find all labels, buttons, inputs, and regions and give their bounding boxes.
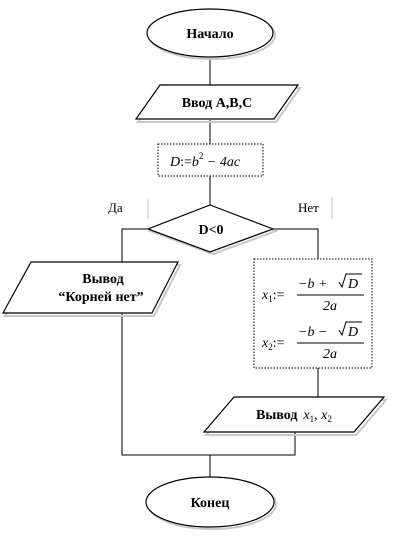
branch-yes-label: Да bbox=[108, 200, 123, 215]
svg-text:x1:=: x1:= bbox=[261, 288, 285, 304]
output-no-roots-node: Вывод “Корней нет” bbox=[1, 261, 182, 317]
decision-label: D<0 bbox=[198, 223, 223, 238]
discriminant-formula: D:=b2 − 4ac bbox=[169, 151, 241, 170]
discriminant-node: D:=b2 − 4ac bbox=[157, 143, 264, 177]
branch-no-label: Нет bbox=[298, 200, 319, 215]
output-no-roots-line1: Вывод bbox=[82, 272, 123, 287]
decision-node: D<0 bbox=[146, 204, 279, 256]
root-x1-formula: x1:= −b + D 2a bbox=[261, 273, 364, 314]
svg-text:2a: 2a bbox=[323, 299, 337, 314]
svg-text:D: D bbox=[347, 325, 358, 340]
svg-text:2a: 2a bbox=[323, 347, 337, 362]
connectors bbox=[121, 60, 319, 478]
svg-text:−b +: −b + bbox=[298, 277, 327, 292]
svg-text:−b −: −b − bbox=[298, 325, 327, 340]
branch-ticks bbox=[147, 197, 333, 219]
svg-text:D: D bbox=[347, 277, 358, 292]
start-label: Начало bbox=[186, 27, 233, 42]
root-x2-formula: x2:= −b − D 2a bbox=[261, 321, 364, 362]
input-label: Ввод A,B,C bbox=[182, 96, 253, 111]
output-no-roots-line2: “Корней нет” bbox=[58, 290, 143, 305]
start-node: Начало bbox=[146, 8, 276, 60]
end-label: Конец bbox=[191, 496, 230, 511]
end-node: Конец bbox=[145, 476, 277, 530]
roots-node: x1:= −b + D 2a x2:= −b − D 2a bbox=[253, 258, 373, 369]
input-node: Ввод A,B,C bbox=[134, 84, 302, 123]
svg-text:x2:=: x2:= bbox=[261, 336, 285, 352]
